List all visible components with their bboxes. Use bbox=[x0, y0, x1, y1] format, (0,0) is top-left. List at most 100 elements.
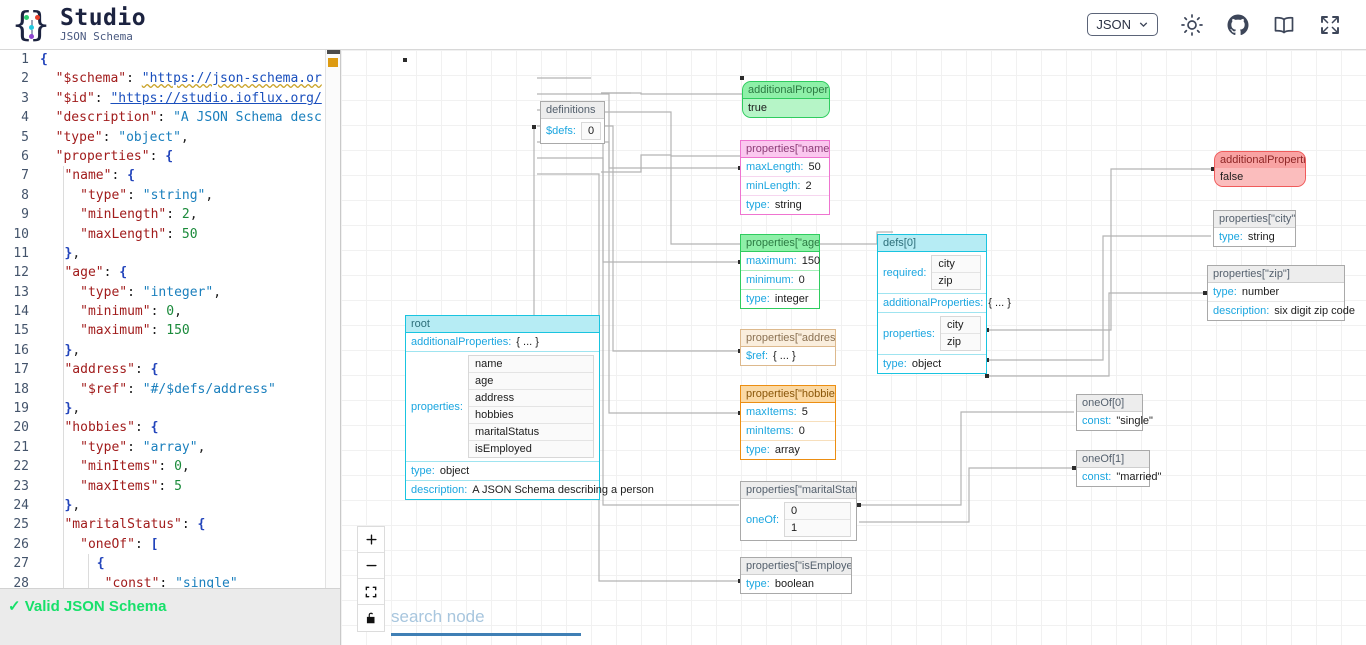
line-number: 13 bbox=[13, 284, 29, 300]
graph-node-properties-hobbies[interactable]: properties["hobbies"]maxItems:5minItems:… bbox=[740, 385, 836, 460]
line-number: 2 bbox=[21, 71, 29, 87]
code-text[interactable]: "oneOf": [ bbox=[40, 534, 340, 555]
lock-icon bbox=[366, 612, 375, 624]
expand-icon[interactable] bbox=[1318, 13, 1342, 37]
node-title: properties["city"] bbox=[1214, 211, 1295, 228]
code-line: 25 "maritalStatus": { bbox=[0, 515, 340, 535]
line-number: 10 bbox=[13, 226, 29, 242]
node-sub-row[interactable]: zip bbox=[938, 275, 953, 287]
node-row-value: true bbox=[748, 102, 767, 114]
code-line: 10 "maxLength": 50 bbox=[0, 224, 340, 244]
node-sub-row[interactable]: 0 bbox=[587, 125, 595, 137]
graph-node-additionalProperties-true[interactable]: additionalPropertiestrue bbox=[742, 81, 830, 118]
minimap-scroll-thumb[interactable] bbox=[327, 50, 340, 54]
node-sub-row[interactable]: 0 bbox=[785, 503, 850, 520]
node-row: true bbox=[743, 99, 829, 117]
line-number: 5 bbox=[21, 129, 29, 145]
node-row: false bbox=[1215, 168, 1305, 186]
github-icon[interactable] bbox=[1226, 13, 1250, 37]
search-input[interactable] bbox=[391, 605, 581, 636]
code-text[interactable]: "maxLength": 50 bbox=[40, 224, 340, 244]
graph-node-properties-city[interactable]: properties["city"]type:string bbox=[1213, 210, 1296, 247]
code-text[interactable]: "address": { bbox=[40, 360, 340, 380]
graph-node-oneOf-0[interactable]: oneOf[0]const:"single" bbox=[1076, 394, 1153, 431]
node-title: properties["zip"] bbox=[1208, 266, 1344, 283]
code-text[interactable]: { bbox=[40, 52, 48, 67]
code-text[interactable]: "$id": "https://studio.ioflux.org/ bbox=[55, 90, 322, 106]
code-text[interactable]: "const": "single" bbox=[40, 573, 340, 588]
code-text[interactable]: "type": "integer", bbox=[40, 282, 340, 303]
graph-node-properties-isEmployed[interactable]: properties["isEmployed"]type:boolean bbox=[740, 557, 852, 594]
format-select[interactable]: JSON bbox=[1087, 13, 1158, 36]
fit-view-button[interactable] bbox=[358, 579, 384, 605]
code-text[interactable]: }, bbox=[40, 243, 340, 264]
code-text[interactable]: "maritalStatus": { bbox=[40, 515, 340, 535]
code-text[interactable]: }, bbox=[40, 399, 340, 419]
code-text[interactable]: "maximum": 150 bbox=[40, 321, 340, 341]
node-sub-row[interactable]: zip bbox=[946, 336, 962, 348]
schema-graph-pane[interactable]: definitions$defs:0 additionalPropertiestr… bbox=[341, 50, 1366, 645]
node-row-key: required: bbox=[883, 266, 927, 279]
node-sub-row[interactable]: name bbox=[468, 356, 593, 373]
line-number: 12 bbox=[13, 265, 29, 281]
line-number: 4 bbox=[21, 110, 29, 126]
line-number: 28 bbox=[13, 575, 29, 588]
line-number: 22 bbox=[13, 459, 29, 475]
graph-node-properties-age[interactable]: properties["age"]maximum:150minimum:0typ… bbox=[740, 234, 820, 309]
node-sub-row[interactable]: city bbox=[932, 256, 980, 273]
node-sub-row[interactable]: city bbox=[940, 317, 980, 334]
code-text[interactable]: }, bbox=[40, 340, 340, 361]
code-text[interactable]: "name": { bbox=[40, 166, 340, 186]
code-text[interactable]: "type": "object", bbox=[55, 129, 189, 145]
code-text[interactable]: "$ref": "#/$defs/address" bbox=[40, 379, 340, 400]
zoom-out-button[interactable] bbox=[358, 553, 384, 579]
code-text[interactable]: "type": "array", bbox=[40, 437, 340, 458]
node-sub-row[interactable]: 1 bbox=[791, 522, 798, 534]
node-sub-row[interactable]: hobbies bbox=[468, 407, 593, 424]
code-text[interactable]: "minItems": 0, bbox=[40, 457, 340, 477]
code-line: 12 "age": { bbox=[0, 263, 340, 283]
node-sub-row[interactable]: address bbox=[468, 390, 593, 407]
node-sub-row[interactable]: maritalStatus bbox=[468, 424, 593, 441]
node-sub-row[interactable]: isEmployed bbox=[474, 443, 532, 455]
code-text[interactable]: "properties": { bbox=[55, 148, 174, 164]
code-text[interactable]: "type": "string", bbox=[40, 185, 340, 206]
node-sub-row[interactable]: age bbox=[468, 373, 593, 390]
graph-node-definitions[interactable]: definitions$defs:0 bbox=[540, 101, 605, 144]
graph-node-properties-address[interactable]: properties["address"]$ref:{ ... } bbox=[740, 329, 836, 366]
sun-icon[interactable] bbox=[1180, 13, 1204, 37]
node-title: properties["hobbies"] bbox=[741, 386, 835, 403]
code-text[interactable]: "description": "A JSON Schema desc bbox=[55, 110, 322, 126]
lock-toggle-button[interactable] bbox=[358, 605, 384, 631]
node-row-value: 50 bbox=[808, 161, 821, 173]
line-number: 6 bbox=[21, 148, 29, 164]
node-row: const:"married" bbox=[1077, 468, 1161, 486]
code-text[interactable]: { bbox=[40, 554, 340, 574]
node-title: oneOf[0] bbox=[1077, 395, 1142, 412]
node-row: type:array bbox=[741, 441, 835, 459]
graph-node-additionalProperties-false[interactable]: additionalPropertiesfalse bbox=[1214, 151, 1306, 187]
zoom-in-button[interactable] bbox=[358, 527, 384, 553]
editor-minimap[interactable] bbox=[325, 50, 340, 588]
line-number: 20 bbox=[13, 420, 29, 436]
code-text[interactable]: "age": { bbox=[40, 263, 340, 283]
graph-node-oneOf-1[interactable]: oneOf[1]const:"married" bbox=[1076, 450, 1161, 487]
code-text[interactable]: "hobbies": { bbox=[40, 418, 340, 438]
code-text[interactable]: "$schema": "https://json-schema.or bbox=[55, 71, 322, 87]
book-icon[interactable] bbox=[1272, 13, 1296, 37]
code-text[interactable]: }, bbox=[40, 495, 340, 516]
plus-icon bbox=[365, 534, 377, 545]
node-title: root bbox=[406, 316, 599, 333]
code-text[interactable]: "minLength": 2, bbox=[40, 205, 340, 225]
graph-node-properties-maritalStatus[interactable]: properties["maritalStatus"]oneOf:01 bbox=[740, 481, 857, 541]
code-text[interactable]: "minimum": 0, bbox=[40, 302, 340, 322]
node-row-key: minimum: bbox=[746, 274, 794, 286]
code-text[interactable]: "maxItems": 5 bbox=[40, 476, 340, 496]
